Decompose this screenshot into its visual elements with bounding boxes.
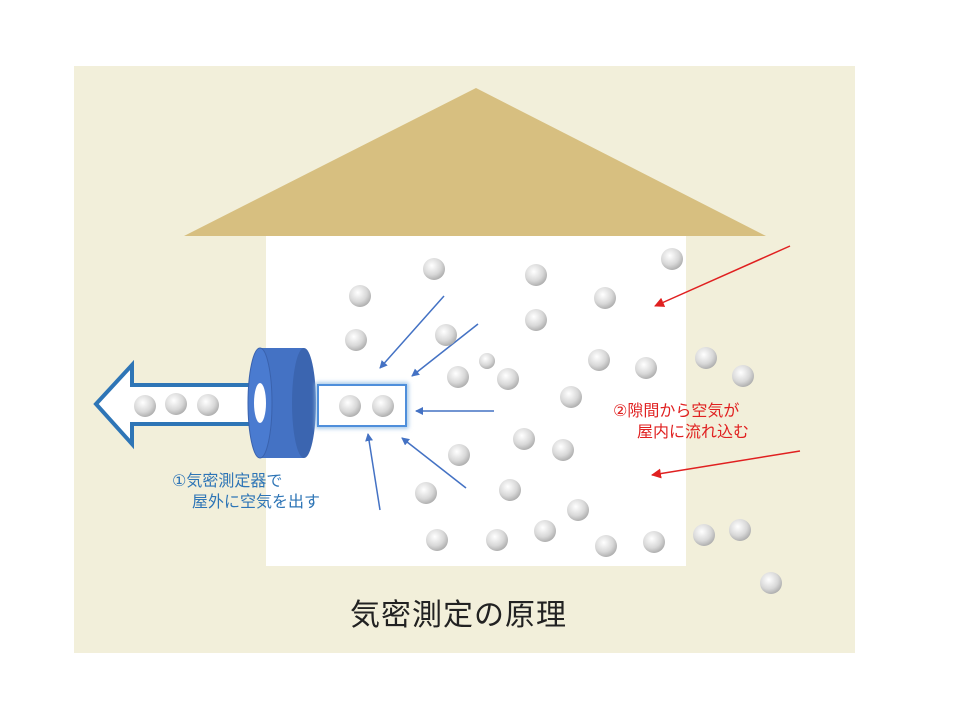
- air-particle: [486, 529, 508, 551]
- air-particle: [760, 572, 782, 594]
- diagram-title: 気密測定の原理: [350, 598, 567, 633]
- air-particle: [349, 285, 371, 307]
- inflow-arrow: [401, 437, 467, 489]
- air-particle: [479, 353, 495, 369]
- air-particle: [447, 366, 469, 388]
- air-particle: [695, 347, 717, 369]
- air-particle: [534, 520, 556, 542]
- blower-device: [247, 347, 316, 459]
- leak-label: ②隙間から空気が 屋内に流れ込む: [613, 400, 749, 442]
- air-particle: [732, 365, 754, 387]
- device-label: ①気密測定器で 屋外に空気を出す: [172, 470, 320, 512]
- leak-label-line2: 屋内に流れ込む: [637, 422, 750, 441]
- device-label-line1: ①気密測定器で: [172, 471, 283, 490]
- air-particle: [594, 287, 616, 309]
- air-particle: [729, 519, 751, 541]
- leak-arrow: [654, 245, 791, 307]
- inflow-arrow: [365, 433, 381, 511]
- air-particle: [588, 349, 610, 371]
- air-particle: [372, 395, 394, 417]
- leak-arrow: [651, 450, 801, 479]
- device-label-line2: 屋外に空気を出す: [192, 492, 321, 511]
- air-particle: [339, 395, 361, 417]
- air-particle: [560, 386, 582, 408]
- air-particle: [567, 499, 589, 521]
- air-particle: [635, 357, 657, 379]
- air-particle: [134, 395, 156, 417]
- air-particle: [435, 324, 457, 346]
- air-particle: [426, 529, 448, 551]
- air-particle: [197, 394, 219, 416]
- inflow-arrow: [411, 323, 479, 377]
- air-particles-indoor: [345, 248, 683, 557]
- air-particle: [525, 309, 547, 331]
- air-particle: [448, 444, 470, 466]
- air-particle: [423, 258, 445, 280]
- air-particle: [165, 393, 187, 415]
- air-particle: [415, 482, 437, 504]
- air-particle: [693, 524, 715, 546]
- inflow-arrow: [379, 295, 445, 369]
- air-particle: [643, 531, 665, 553]
- air-particle: [525, 264, 547, 286]
- air-particle: [595, 535, 617, 557]
- air-particle: [661, 248, 683, 270]
- air-particle: [497, 368, 519, 390]
- house-roof: [184, 88, 766, 236]
- air-particle: [345, 329, 367, 351]
- leak-label-line1: ②隙間から空気が: [613, 401, 740, 420]
- air-particle: [513, 428, 535, 450]
- air-particle: [552, 439, 574, 461]
- air-particle: [499, 479, 521, 501]
- air-particles-outdoor: [693, 347, 782, 594]
